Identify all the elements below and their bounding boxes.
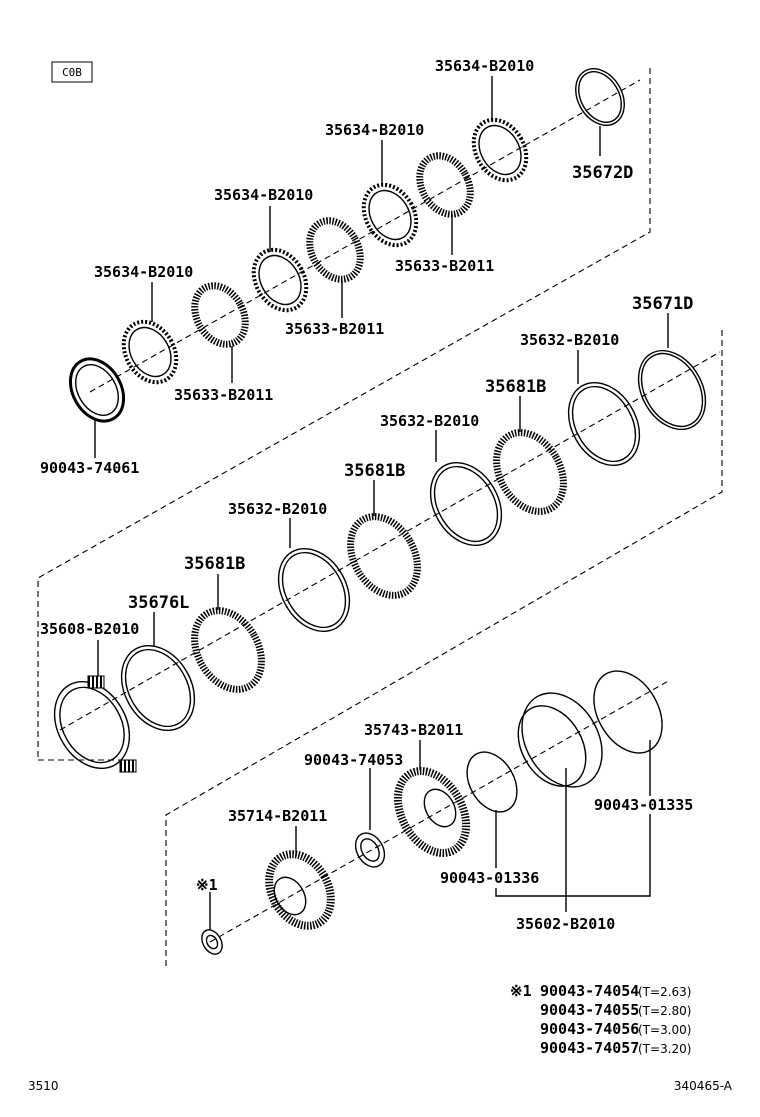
ring-group-upper: [68, 68, 625, 423]
note-part-2[interactable]: 90043-74055: [540, 1001, 639, 1019]
flange-35608: [53, 680, 131, 770]
note-thickness-4: (T=3.20): [638, 1042, 691, 1056]
label-35633-a[interactable]: 35633-B2011: [174, 386, 273, 404]
label-35714[interactable]: 35714-B2011: [228, 807, 327, 825]
label-35602[interactable]: 35602-B2010: [516, 915, 615, 933]
plate-35634-c: [361, 182, 419, 248]
label-35633-b[interactable]: 35633-B2011: [285, 320, 384, 338]
thickness-note: ※1 90043-74054 (T=2.63) 90043-74055 (T=2…: [510, 982, 691, 1057]
footer: 3510 340465-A: [28, 1079, 733, 1093]
label-35634-c[interactable]: 35634-B2010: [325, 121, 424, 139]
code-badge-text: C0B: [62, 66, 82, 79]
plate-35632-b: [429, 461, 503, 547]
disc-35681B-c: [493, 429, 567, 515]
disc-35633-c: [416, 152, 474, 218]
ring-group-lower: [201, 670, 663, 955]
label-90043-01335[interactable]: 90043-01335: [594, 796, 693, 814]
note-mark: ※1: [510, 982, 532, 1000]
label-35681B-a[interactable]: 35681B: [184, 554, 245, 574]
section-outlines: [37, 68, 723, 968]
code-badge: C0B: [51, 61, 93, 83]
plate-35632-b-inner: [433, 465, 499, 543]
drum-35602: [521, 692, 603, 788]
washer-ref-1-inner: [205, 934, 219, 950]
label-35671D[interactable]: 35671D: [632, 294, 693, 314]
plate-35634-d: [471, 117, 529, 183]
axis-middle: [59, 351, 721, 731]
snap-ring-35671D: [637, 349, 707, 431]
ring-90043-74061-inner: [75, 364, 119, 416]
flange-35608-tabs-lower: [119, 759, 137, 773]
footer-right: 340465-A: [674, 1079, 733, 1093]
label-35634-a[interactable]: 35634-B2010: [94, 263, 193, 281]
label-35633-c[interactable]: 35633-B2011: [395, 257, 494, 275]
o-ring-90043-01336: [466, 751, 518, 813]
label-35681B-b[interactable]: 35681B: [344, 461, 405, 481]
footer-left: 3510: [28, 1079, 59, 1093]
note-part-4[interactable]: 90043-74057: [540, 1039, 639, 1057]
disc-35633-a: [191, 282, 249, 348]
note-thickness-2: (T=2.80): [638, 1004, 691, 1018]
washer-90043-74053-inner: [360, 838, 380, 862]
label-35743[interactable]: 35743-B2011: [364, 721, 463, 739]
label-ref-1[interactable]: ※1: [196, 876, 218, 894]
plate-35634-a-inner: [128, 326, 172, 378]
hub-35743: [393, 767, 471, 857]
plate-35676L: [120, 644, 196, 732]
drum-35602-inner: [517, 705, 587, 787]
disc-35633-b: [306, 217, 364, 283]
label-35676L[interactable]: 35676L: [128, 593, 189, 613]
washer-90043-74053: [354, 832, 386, 868]
disc-35681B-a: [191, 607, 265, 693]
snap-ring-35672D: [575, 68, 625, 126]
label-35634-d[interactable]: 35634-B2010: [435, 57, 534, 75]
flange-35608-tabs: [87, 675, 105, 689]
plate-35634-b-inner: [258, 254, 302, 306]
o-ring-90043-01335: [593, 670, 663, 754]
note-part-3[interactable]: 90043-74056: [540, 1020, 639, 1038]
note-thickness-3: (T=3.00): [638, 1023, 691, 1037]
plate-35676L-inner: [124, 648, 192, 728]
plate-35634-d-inner: [478, 124, 522, 176]
part-labels: 35634-B2010 35672D 35634-B2010 35633-B20…: [40, 57, 693, 933]
plate-35634-b: [251, 247, 309, 313]
hub-35714: [265, 850, 335, 930]
label-90043-74053[interactable]: 90043-74053: [304, 751, 403, 769]
washer-ref-1: [201, 929, 223, 955]
label-35632-a[interactable]: 35632-B2010: [228, 500, 327, 518]
note-part-1[interactable]: 90043-74054: [540, 982, 639, 1000]
plate-35632-c: [567, 381, 641, 467]
label-35672D[interactable]: 35672D: [572, 163, 633, 183]
flange-35608-inner: [59, 686, 125, 764]
label-35632-b[interactable]: 35632-B2010: [380, 412, 479, 430]
hub-35743-inner: [423, 788, 457, 828]
axis-upper: [89, 79, 641, 393]
disc-35681B-b: [347, 513, 421, 599]
plate-35634-c-inner: [368, 189, 412, 241]
leader-lines: [94, 76, 669, 930]
note-thickness-1: (T=2.63): [638, 985, 691, 999]
label-35632-c[interactable]: 35632-B2010: [520, 331, 619, 349]
group-1-outline: [37, 68, 651, 760]
plate-35632-c-inner: [571, 385, 637, 463]
label-35608[interactable]: 35608-B2010: [40, 620, 139, 638]
snap-ring-35671D-inner: [640, 352, 704, 428]
label-90043-01336[interactable]: 90043-01336: [440, 869, 539, 887]
plate-35632-a: [277, 547, 351, 633]
ring-90043-74061: [68, 357, 126, 423]
label-35634-b[interactable]: 35634-B2010: [214, 186, 313, 204]
label-90043-74061[interactable]: 90043-74061: [40, 459, 139, 477]
hub-35714-inner: [273, 876, 307, 916]
group-2-outline: [165, 330, 723, 968]
label-35681B-c[interactable]: 35681B: [485, 377, 546, 397]
plate-35634-a: [121, 319, 179, 385]
snap-ring-35672D-inner: [578, 71, 622, 123]
ring-group-middle: [53, 349, 707, 773]
plate-35632-a-inner: [281, 551, 347, 629]
